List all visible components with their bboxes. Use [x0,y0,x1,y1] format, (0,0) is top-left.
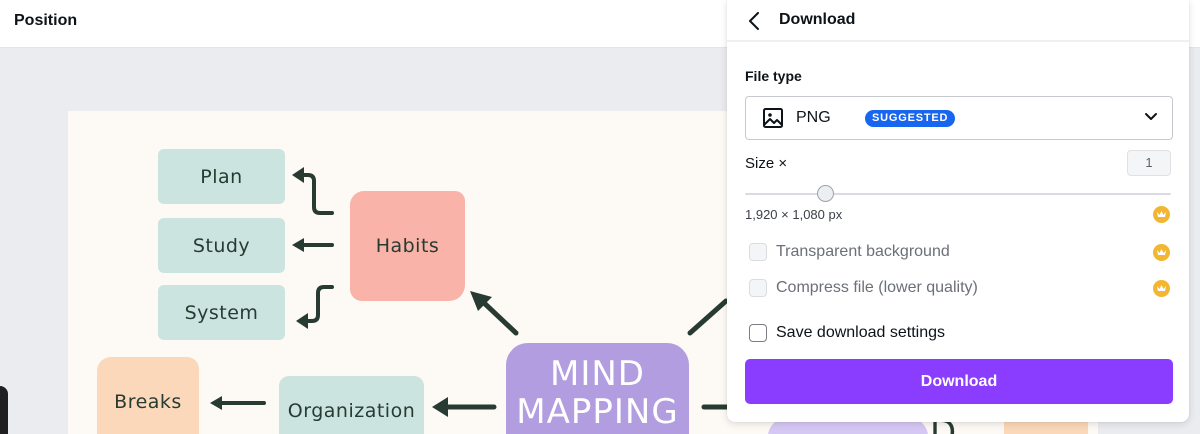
save-download-settings-label: Save download settings [776,324,945,341]
file-type-dropdown[interactable]: PNG SUGGESTED [745,96,1173,140]
save-download-settings-checkbox[interactable] [749,324,767,342]
compress-file-checkbox[interactable] [749,279,767,297]
node-organization-label: Organization [287,400,416,422]
size-slider-track[interactable] [745,193,1171,195]
node-system-label: System [184,301,259,324]
node-system[interactable]: System [158,285,285,340]
position-panel-title: Position [14,12,78,29]
node-breaks[interactable]: Breaks [97,357,199,434]
transparent-background-option[interactable]: Transparent background [749,241,950,263]
central-node-line2: MAPPING [516,392,679,432]
suggested-badge: SUGGESTED [865,110,956,127]
left-collapse-handle[interactable]: × [0,386,8,434]
node-plan[interactable]: Plan [158,149,285,204]
node-breaks-label: Breaks [114,391,182,413]
connector-arrows [210,167,731,417]
file-type-label: File type [745,68,802,84]
download-button[interactable]: Download [745,359,1173,404]
node-study[interactable]: Study [158,218,285,273]
node-mind-mapping[interactable]: MIND MAPPING [506,343,689,434]
back-button[interactable] [743,9,765,33]
size-label: Size × [745,155,788,172]
image-icon [763,108,783,128]
size-slider-thumb[interactable] [817,185,834,202]
transparent-background-label: Transparent background [776,243,950,260]
node-habits-label: Habits [375,235,440,257]
node-plan-label: Plan [200,165,243,188]
node-study-label: Study [192,234,251,257]
premium-crown-icon [1153,280,1170,297]
save-download-settings-option[interactable]: Save download settings [749,322,945,344]
compress-file-label: Compress file (lower quality) [776,279,978,296]
panel-title: Download [779,11,856,28]
node-habits[interactable]: Habits [350,191,465,301]
premium-crown-icon [1153,206,1170,223]
output-dimensions: 1,920 × 1,080 px [745,207,843,222]
node-organization[interactable]: Organization [279,376,424,434]
file-type-value: PNG [796,109,831,126]
transparent-background-checkbox[interactable] [749,243,767,261]
panel-header: Download [727,0,1189,42]
premium-crown-icon [1153,244,1170,261]
download-panel: Download File type PNG SUGGESTED Size × … [727,0,1189,422]
size-multiplier-input[interactable]: 1 [1127,150,1171,176]
chevron-down-icon [1145,113,1157,120]
compress-file-option[interactable]: Compress file (lower quality) [749,277,978,299]
chevron-left-icon [749,12,759,30]
central-node-line1: MIND [550,354,645,394]
